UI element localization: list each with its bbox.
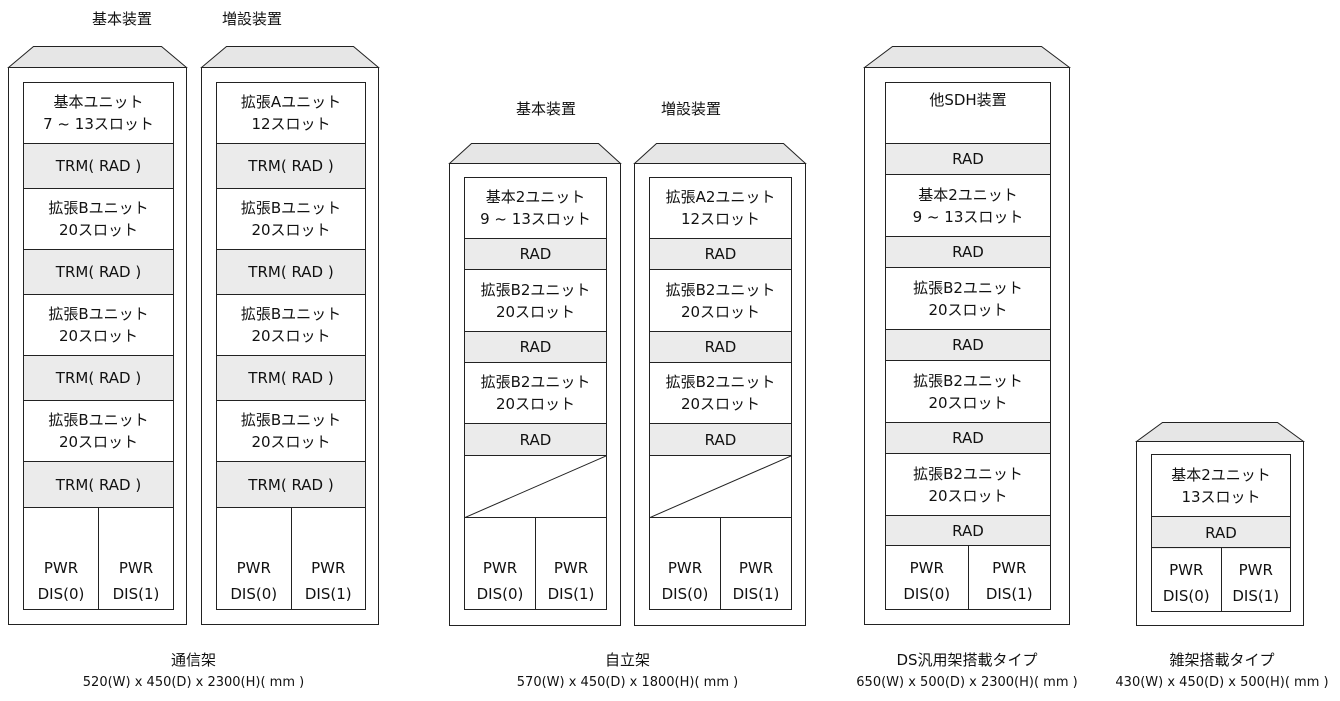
rad-label: RAD: [952, 150, 984, 168]
trm-rad-label: TRM( RAD ): [55, 263, 142, 281]
unit-label: 拡張B2ユニット 20スロット: [480, 373, 591, 413]
pwr-dis-1: PWR DIS(1): [967, 546, 1051, 609]
unit-label: 拡張B2ユニット 20スロット: [665, 280, 776, 321]
cabinet-5-top: [863, 46, 1071, 68]
trm-rad-label: TRM( RAD ): [55, 476, 142, 494]
unit-label: 拡張B2ユニット 20スロット: [913, 464, 1023, 505]
trm-rad-label: TRM( RAD ): [248, 263, 334, 281]
rad-label: RAD: [704, 245, 737, 263]
pwr-dis-0: PWR DIS(0): [230, 559, 278, 603]
rad-label: RAD: [1205, 524, 1237, 542]
rad-label: RAD: [519, 245, 552, 263]
power-section: PWR DIS(0) PWR DIS(1): [24, 507, 173, 609]
caption-group-1: 通信架 520(W) x 450(D) x 2300(H)( mm ): [8, 648, 379, 694]
unit-label: 基本ユニット 7 ~ 13スロット: [43, 93, 154, 133]
pwr-dis-0: PWR DIS(0): [903, 559, 951, 603]
power-section: PWR DIS(0) PWR DIS(1): [886, 545, 1050, 609]
power-section: PWR DIS(0) PWR DIS(1): [650, 517, 791, 609]
unit-label: 拡張Bユニット 20スロット: [240, 199, 342, 239]
basic-device-title: 基本装置: [516, 100, 577, 118]
cabinet-type-name: 自立架: [604, 651, 650, 669]
unit-label: 拡張Aユニット 12スロット: [240, 93, 342, 133]
empty-slot-area: [650, 456, 791, 518]
caption-group-3: DS汎用架搭載タイプ 650(W) x 500(D) x 2300(H)( mm…: [850, 648, 1084, 694]
cabinet-dimensions: 520(W) x 450(D) x 2300(H)( mm ): [82, 675, 305, 690]
cabinet-type-name: 雑架搭載タイプ: [1169, 651, 1275, 669]
cabinet-dimensions: 650(W) x 500(D) x 2300(H)( mm ): [856, 675, 1078, 690]
trm-rad-label: TRM( RAD ): [248, 157, 334, 175]
rad-label: RAD: [952, 336, 984, 354]
unit-label: 拡張Bユニット 20スロット: [240, 305, 342, 345]
unit-label: 拡張B2ユニット 20スロット: [480, 280, 591, 321]
rad-label: RAD: [952, 429, 984, 447]
pwr-dis-1: PWR DIS(1): [290, 508, 366, 609]
unit-label: 拡張Bユニット 20スロット: [48, 199, 149, 239]
power-section: PWR DIS(0) PWR DIS(1): [217, 507, 365, 609]
trm-rad-label: TRM( RAD ): [55, 157, 142, 175]
rad-label: RAD: [519, 430, 552, 449]
cabinet-3: 基本2ユニット 9 ~ 13スロット RAD 拡張B2ユニット 20スロット R…: [449, 163, 621, 626]
cabinet-1-top: [7, 46, 188, 68]
unit-label: 拡張B2ユニット 20スロット: [913, 278, 1023, 319]
empty-slot-area: [465, 456, 606, 518]
pwr-dis-1: PWR DIS(1): [535, 518, 606, 609]
pwr-dis-0: PWR DIS(0): [476, 559, 524, 603]
caption-group-4: 雑架搭載タイプ 430(W) x 450(D) x 500(H)( mm ): [1108, 648, 1336, 694]
cabinet-type-name: DS汎用架搭載タイプ: [896, 651, 1038, 669]
rad-label: RAD: [704, 430, 737, 449]
unit-label: 拡張B2ユニット 20スロット: [913, 371, 1023, 412]
unit-label: 基本2ユニット 9 ~ 13スロット: [912, 185, 1024, 226]
other-sdh-device-label: 他SDH装置: [929, 91, 1007, 109]
pwr-dis-0: PWR DIS(0): [661, 559, 709, 603]
rad-label: RAD: [704, 338, 737, 356]
trm-rad-label: TRM( RAD ): [248, 369, 334, 387]
cabinet-4-top: [633, 143, 807, 164]
cabinet-4: 拡張A2ユニット 12スロット RAD 拡張B2ユニット 20スロット RAD …: [634, 163, 806, 626]
cabinet-5: 他SDH装置 RAD 基本2ユニット 9 ~ 13スロット RAD 拡張B2ユニ…: [864, 67, 1070, 625]
pwr-dis-1: PWR DIS(1): [98, 508, 173, 609]
unit-label: 基本2ユニット 13スロット: [1171, 465, 1271, 506]
unit-label: 拡張Bユニット 20スロット: [48, 305, 149, 345]
cabinet-dimensions: 570(W) x 450(D) x 1800(H)( mm ): [516, 675, 739, 690]
power-section: PWR DIS(0) PWR DIS(1): [1152, 547, 1290, 611]
pwr-dis-0: PWR DIS(0): [1162, 561, 1210, 605]
rad-label: RAD: [519, 338, 552, 356]
unit-label: 拡張Bユニット 20スロット: [48, 411, 149, 451]
cabinet-type-name: 通信架: [170, 651, 216, 669]
power-section: PWR DIS(0) PWR DIS(1): [465, 517, 606, 609]
extension-device-title: 増設装置: [661, 100, 722, 118]
rad-label: RAD: [952, 522, 984, 540]
unit-label: 拡張Bユニット 20スロット: [240, 411, 342, 451]
trm-rad-label: TRM( RAD ): [55, 369, 142, 387]
caption-group-2: 自立架 570(W) x 450(D) x 1800(H)( mm ): [449, 648, 806, 694]
cabinet-2-top: [200, 46, 380, 68]
rad-label: RAD: [952, 243, 984, 261]
cabinet-6: 基本2ユニット 13スロット RAD PWR DIS(0) PWR DIS(1): [1136, 441, 1304, 626]
pwr-dis-1: PWR DIS(1): [1220, 548, 1291, 611]
unit-label: 拡張A2ユニット 12スロット: [665, 188, 776, 228]
pwr-dis-0: PWR DIS(0): [37, 559, 85, 603]
trm-rad-label: TRM( RAD ): [248, 476, 334, 494]
cabinet-1: 基本ユニット 7 ~ 13スロット TRM( RAD ) 拡張Bユニット 20ス…: [8, 67, 187, 625]
extension-device-title: 増設装置: [222, 10, 283, 28]
unit-label: 基本2ユニット 9 ~ 13スロット: [480, 188, 591, 228]
pwr-dis-1: PWR DIS(1): [720, 518, 791, 609]
cabinet-3-top: [448, 143, 622, 164]
cabinet-dimensions: 430(W) x 450(D) x 500(H)( mm ): [1115, 675, 1329, 690]
cabinet-2: 拡張Aユニット 12スロット TRM( RAD ) 拡張Bユニット 20スロット…: [201, 67, 379, 625]
unit-label: 拡張B2ユニット 20スロット: [665, 373, 776, 413]
basic-device-title: 基本装置: [92, 10, 153, 28]
cabinet-6-top: [1134, 422, 1306, 442]
